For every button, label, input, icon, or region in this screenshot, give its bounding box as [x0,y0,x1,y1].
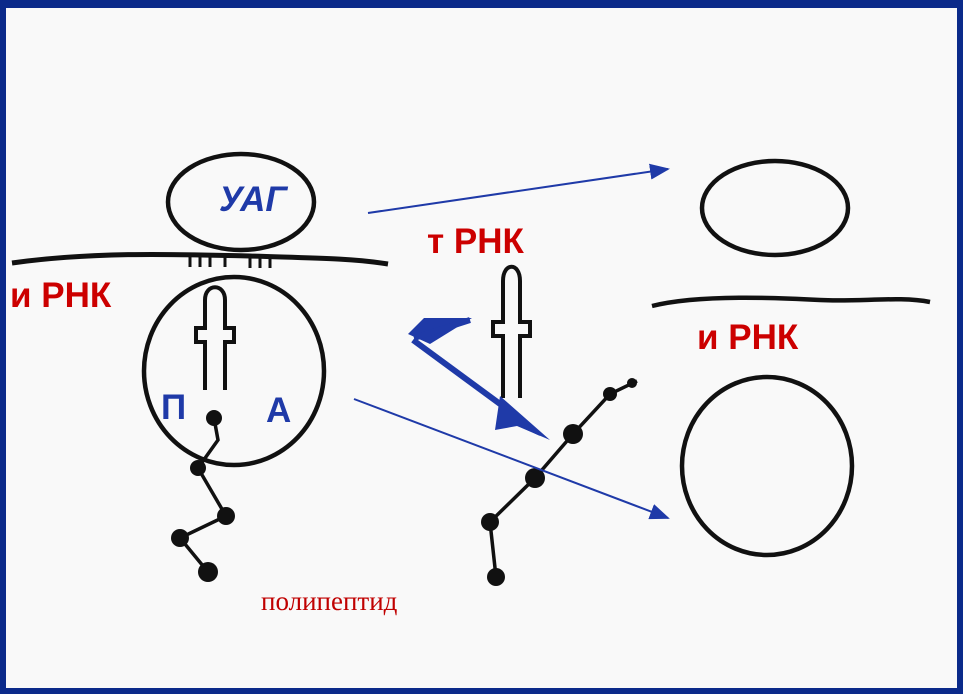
arrow-to-large-subunit [353,398,670,520]
arrow-to-small-subunit [367,163,670,214]
amino-acid-beads-released [481,378,637,586]
large-subunit-left [141,274,327,468]
mrna-label-left: и РНК [10,276,112,315]
mrna-strand-left [11,251,389,267]
p-site-label: П [161,388,187,427]
polypeptide-label: полипептид [261,586,398,616]
trna-label: т РНК [427,222,524,261]
released-trna [491,264,532,398]
free-large-subunit [679,374,855,558]
small-subunit-left [165,151,317,253]
a-site-label: А [266,391,292,430]
stop-codon-label: УАГ [219,180,287,219]
drawing-canvas [6,8,957,688]
trna-in-ribosome [194,285,236,390]
polypeptide-chain-left [177,417,229,574]
free-mrna-strand [651,295,931,309]
codon-marks [188,255,272,268]
release-arrows [408,317,550,440]
free-small-subunit [699,158,851,258]
amino-acid-beads-left [171,410,235,582]
mrna-label-right: и РНК [697,318,799,357]
